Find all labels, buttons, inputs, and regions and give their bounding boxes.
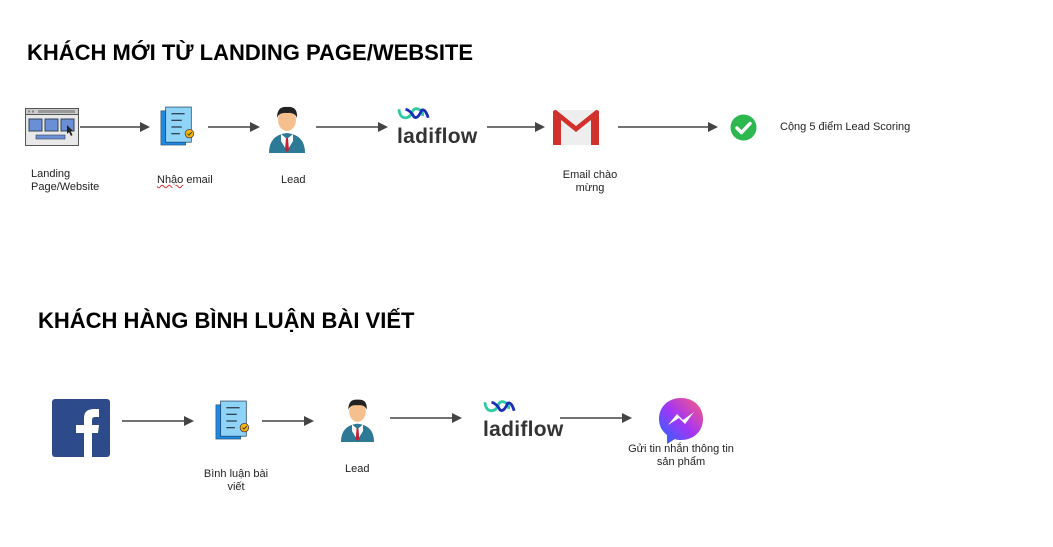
ladiflow-logo: ladiflow	[483, 399, 564, 440]
arrow-connector	[560, 413, 632, 423]
ladiflow-wordmark: ladiflow	[483, 418, 564, 441]
arrow-connector	[618, 122, 718, 132]
send-product-info-label: Gửi tin nhắn thông tin sản phẩm	[628, 443, 734, 468]
ladiflow-logo: ladiflow	[397, 106, 478, 147]
comment-post-label: Bình luận bài viết	[203, 468, 269, 493]
person-avatar-icon	[339, 396, 376, 442]
lead-label: Lead	[345, 463, 370, 475]
arrow-connector	[208, 122, 260, 132]
gmail-icon	[553, 110, 599, 150]
messenger-icon	[658, 397, 704, 450]
label-word: email	[183, 174, 213, 186]
lead-label: Lead	[281, 174, 306, 186]
lead-scoring-label: Cộng 5 điểm Lead Scoring	[780, 121, 911, 133]
document-form-icon	[159, 106, 197, 148]
document-form-icon	[214, 400, 252, 442]
arrow-connector	[487, 122, 545, 132]
label-word-misspelled: Nhậo	[157, 174, 184, 186]
landing-page-label: Landing Page/Website	[31, 168, 99, 194]
person-avatar-icon	[267, 103, 307, 153]
facebook-icon	[52, 399, 110, 462]
arrow-connector	[122, 416, 194, 426]
ladiflow-mark-icon	[483, 399, 517, 415]
arrow-connector	[262, 416, 314, 426]
landing-label-line2: Page/Website	[31, 181, 100, 193]
green-check-icon	[730, 114, 757, 146]
arrow-connector	[80, 122, 150, 132]
landing-label-line1: Landing	[31, 168, 71, 180]
ladiflow-wordmark: ladiflow	[397, 125, 478, 148]
ladiflow-mark-icon	[397, 106, 431, 122]
email-input-label: Nhậo email	[157, 174, 213, 187]
welcome-email-label: Email chào mừng	[562, 169, 618, 194]
arrow-connector	[316, 122, 388, 132]
flow2-title: KHÁCH HÀNG BÌNH LUẬN BÀI VIẾT	[38, 308, 415, 333]
arrow-connector	[390, 413, 462, 423]
flow1-title: KHÁCH MỚI TỪ LANDING PAGE/WEBSITE	[27, 40, 474, 65]
browser-window-icon	[25, 108, 79, 151]
